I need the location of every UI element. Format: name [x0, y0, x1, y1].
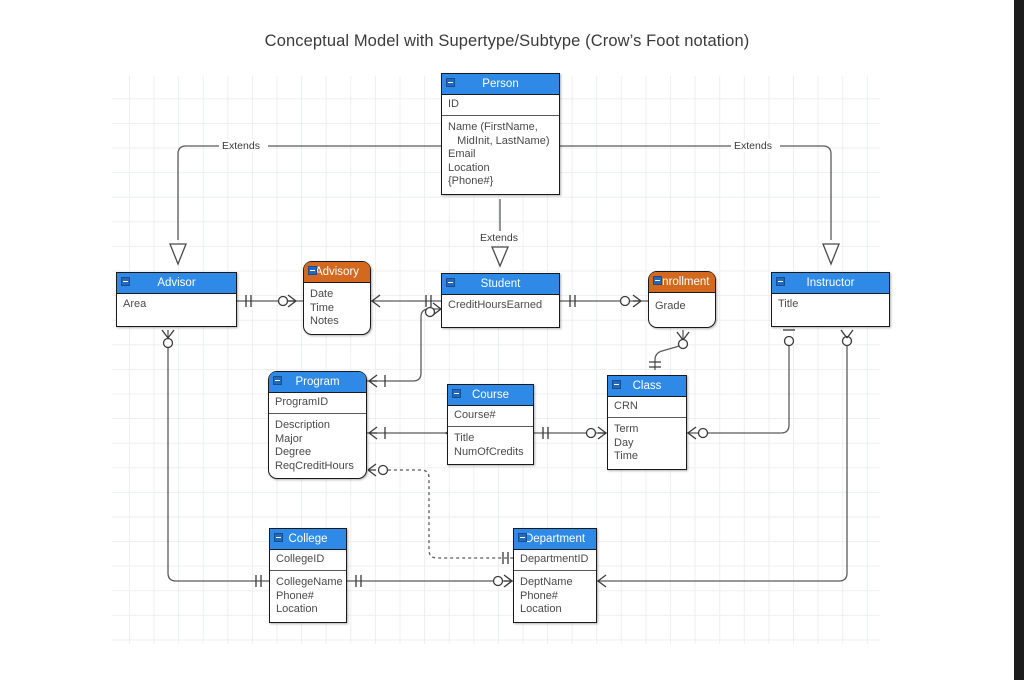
entity-enrollment-attributes: Grade — [649, 293, 715, 327]
entity-advisor-title: Advisor — [157, 277, 196, 289]
entity-course-attributes: Title NumOfCredits — [448, 427, 533, 464]
entity-advisor-attributes: Area — [117, 294, 236, 326]
entity-student-title: Student — [480, 278, 521, 290]
entity-person-attributes: Name (FirstName, MidInit, LastName) Emai… — [442, 116, 559, 194]
entity-program-pk: ProgramID — [269, 393, 366, 414]
attribute: Time — [310, 301, 335, 314]
entity-advisory[interactable]: Advisory Date Time Notes — [303, 261, 371, 335]
minimize-icon[interactable] — [776, 277, 785, 286]
entity-course-header[interactable]: Course — [448, 385, 533, 406]
canvas-margin-left — [0, 0, 112, 680]
entity-course[interactable]: Course Course# Title NumOfCredits — [447, 384, 534, 465]
minimize-icon[interactable] — [446, 278, 455, 287]
attribute: MidInit, LastName) — [448, 134, 550, 147]
minimize-icon[interactable] — [308, 266, 317, 275]
attribute: Location — [448, 161, 490, 174]
attribute: Email — [448, 148, 476, 160]
entity-advisory-title: Advisory — [314, 266, 360, 278]
entity-person-pk: ID — [442, 95, 559, 116]
canvas-margin-top — [0, 0, 1014, 76]
attribute: NumOfCredits — [454, 445, 524, 458]
entity-class-pk: CRN — [608, 397, 686, 418]
minimize-icon[interactable] — [273, 376, 282, 385]
entity-class-title: Class — [632, 380, 662, 392]
minimize-icon[interactable] — [653, 276, 662, 285]
entity-class-attributes: Term Day Time — [608, 418, 686, 469]
page-title: Conceptual Model with Supertype/Subtype … — [264, 32, 750, 50]
attribute: Location — [520, 603, 562, 615]
attribute: Date — [310, 288, 334, 300]
entity-advisor[interactable]: Advisor Area — [116, 272, 237, 327]
attribute: CollegeName — [276, 576, 343, 588]
attribute: Location — [276, 603, 318, 615]
entity-class-header[interactable]: Class — [608, 376, 686, 397]
minimize-icon[interactable] — [446, 78, 455, 87]
entity-instructor-header[interactable]: Instructor — [772, 273, 889, 294]
attribute: Degree — [275, 446, 312, 458]
entity-college-title: College — [288, 533, 328, 545]
entity-student-header[interactable]: Student — [442, 274, 559, 295]
attribute: Name (FirstName, — [448, 121, 538, 133]
entity-college-header[interactable]: College — [270, 529, 346, 550]
minimize-icon[interactable] — [518, 533, 527, 542]
entity-advisory-attributes: Date Time Notes — [304, 283, 370, 334]
entity-person-title: Person — [482, 78, 519, 90]
minimize-icon[interactable] — [612, 380, 621, 389]
attribute: Major — [275, 432, 303, 445]
minimize-icon[interactable] — [274, 533, 283, 542]
entity-person[interactable]: Person ID Name (FirstName, MidInit, Last… — [441, 73, 560, 195]
attribute: Day — [614, 436, 634, 449]
entity-course-title: Course — [471, 389, 510, 401]
entity-program-header[interactable]: Program — [269, 372, 366, 393]
entity-enrollment-header[interactable]: Enrollment — [649, 272, 715, 293]
canvas-margin-right — [880, 0, 1014, 680]
attribute: Title — [454, 432, 475, 444]
attribute: Description — [275, 419, 331, 431]
entity-instructor-attributes: Title — [772, 294, 889, 326]
attribute: {Phone#} — [448, 175, 494, 187]
minimize-icon[interactable] — [121, 277, 130, 286]
entity-class[interactable]: Class CRN Term Day Time — [607, 375, 687, 470]
entity-enrollment[interactable]: Enrollment Grade — [648, 271, 716, 328]
entity-instructor[interactable]: Instructor Title — [771, 272, 890, 327]
attribute: Notes — [310, 315, 339, 327]
entity-program-title: Program — [295, 376, 340, 388]
entity-department-title: Department — [524, 533, 586, 545]
attribute: Phone# — [276, 589, 314, 602]
entity-advisor-header[interactable]: Advisor — [117, 273, 236, 294]
entity-department-pk: DepartmentID — [514, 550, 596, 571]
entity-department-attributes: DeptName Phone# Location — [514, 571, 596, 622]
minimize-icon[interactable] — [452, 389, 461, 398]
attribute: Grade — [655, 300, 686, 312]
attribute: Phone# — [520, 589, 558, 602]
attribute: Term — [614, 423, 639, 435]
entity-college[interactable]: College CollegeID CollegeName Phone# Loc… — [269, 528, 347, 623]
right-edge-bar — [1014, 0, 1024, 680]
entity-program[interactable]: Program ProgramID Description Major Degr… — [268, 371, 367, 479]
attribute: DeptName — [520, 576, 573, 588]
attribute: Time — [614, 450, 639, 462]
entity-instructor-title: Instructor — [806, 277, 855, 289]
entity-college-attributes: CollegeName Phone# Location — [270, 571, 346, 622]
entity-course-pk: Course# — [448, 406, 533, 427]
entity-student[interactable]: Student CreditHoursEarned — [441, 273, 560, 328]
entity-program-attributes: Description Major Degree ReqCreditHours — [269, 414, 366, 478]
entity-enrollment-title: Enrollment — [654, 276, 710, 288]
entity-person-header[interactable]: Person — [442, 74, 559, 95]
attribute: Title — [778, 298, 799, 310]
entity-department[interactable]: Department DepartmentID DeptName Phone# … — [513, 528, 597, 623]
entity-department-header[interactable]: Department — [514, 529, 596, 550]
entity-student-attributes: CreditHoursEarned — [442, 295, 559, 327]
attribute: ReqCreditHours — [275, 459, 354, 472]
attribute: CreditHoursEarned — [448, 299, 543, 311]
canvas-margin-bottom — [0, 644, 1014, 680]
entity-college-pk: CollegeID — [270, 550, 346, 571]
entity-advisory-header[interactable]: Advisory — [304, 262, 370, 283]
attribute: Area — [123, 298, 147, 310]
